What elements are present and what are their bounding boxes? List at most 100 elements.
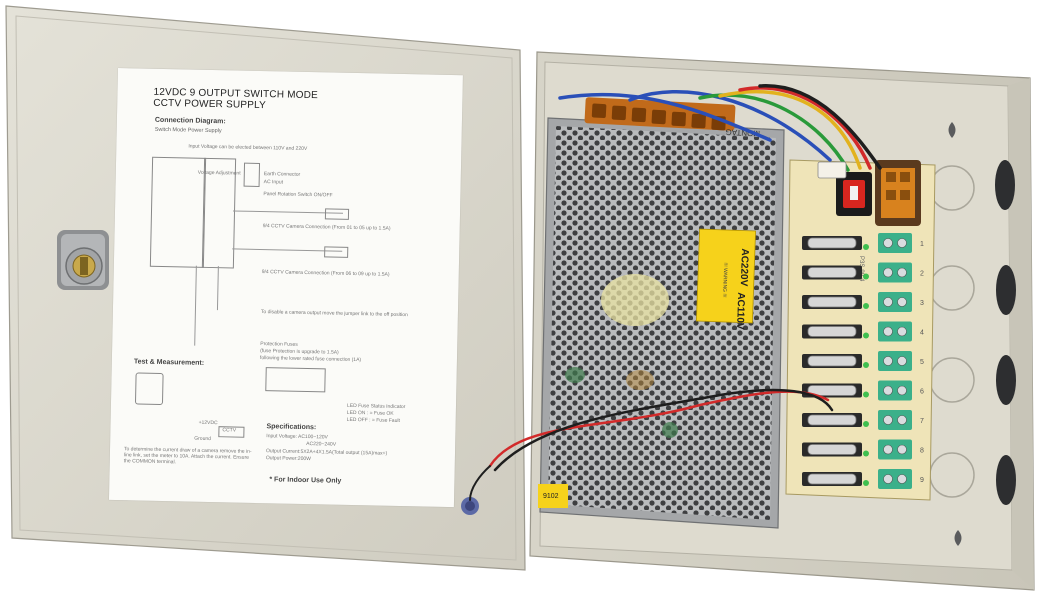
fuse-channel: 8	[802, 439, 924, 460]
led-on: LED ON : = Fuse OK	[346, 409, 394, 417]
channel-number: 5	[920, 359, 924, 366]
screw-icon	[461, 497, 479, 515]
indoor-note: * For Indoor Use Only	[269, 476, 342, 485]
led-status: LED Fuse Status Indicator	[346, 402, 406, 411]
connection-heading: Connection Diagram:	[154, 116, 226, 126]
fuse-icon	[807, 267, 857, 278]
note-voltage-adjust: Voltage Adjustment	[197, 169, 241, 177]
terminal-screw-icon	[897, 238, 907, 248]
terminal-screw-icon	[883, 238, 893, 248]
lock-icon	[57, 230, 109, 290]
fuse-channel: 9	[802, 469, 924, 489]
door-label-sheet: 12VDC 9 OUTPUT SWITCH MODE CCTV POWER SU…	[108, 68, 463, 508]
note-cctv-2: 9/4 CCTV Camera Connection (From 06 to 0…	[261, 269, 390, 278]
terminal-screw-icon	[897, 356, 907, 366]
note-cctv-1: 9/4 CCTV Camera Connection (From 01 to 0…	[262, 223, 391, 232]
fuse-channel: 6	[802, 380, 924, 401]
led-icon	[863, 391, 869, 398]
plus12-label: +12VDC	[198, 419, 218, 427]
led-icon	[863, 480, 869, 486]
diagram-cctv-box	[324, 246, 349, 258]
note-ac-input: AC Input	[263, 179, 284, 186]
fuse-channel: 1	[802, 233, 924, 253]
fuse-icon	[807, 326, 857, 337]
spec-output-power: Output Power:200W	[265, 455, 311, 463]
led-off: LED OFF : = Fuse Fault	[346, 416, 400, 424]
wires	[469, 84, 882, 501]
fuse-channel: 7	[802, 410, 924, 430]
note-panel-switch: Panel Rotation Switch ON/OFF	[263, 191, 333, 199]
terminal-screw-icon	[897, 415, 907, 425]
psu-label-warn: !!! WARNING !!!	[721, 262, 728, 297]
terminal-screw-icon	[897, 326, 907, 337]
fuse-channel: 4	[802, 321, 924, 342]
output-terminal	[878, 439, 912, 460]
psu-warning-label: AC220V AC110V !!! WARNING !!!	[695, 228, 757, 330]
fuse-channel: 5	[802, 351, 924, 371]
channel-number: 8	[920, 448, 924, 455]
fuse-icon	[807, 444, 857, 455]
terminal-screw-icon	[897, 297, 907, 307]
channel-number: 9	[920, 477, 924, 484]
led-icon	[863, 362, 869, 368]
small-sticker: 9102	[538, 484, 568, 508]
knockout-holes	[929, 122, 1016, 546]
fuse-icon	[807, 237, 857, 249]
fuse-icon	[807, 385, 857, 396]
channel-number: 2	[920, 271, 924, 278]
psu-label-line2: AC110V	[734, 292, 746, 330]
spec-input: Input Voltage: AC100~120V	[266, 433, 328, 441]
terminal-screw-icon	[883, 297, 893, 307]
psu-terminal-block	[584, 97, 736, 131]
terminal-screw-icon	[883, 415, 893, 425]
led-icon	[863, 421, 869, 427]
fuse-icon	[807, 355, 857, 367]
wire-connector	[817, 161, 847, 179]
channel-number: 3	[920, 300, 924, 307]
terminal-screw-icon	[883, 326, 893, 337]
sub-heading: Switch Mode Power Supply	[154, 126, 222, 135]
note-earth: Earth Connector	[263, 171, 301, 178]
channel-number: 7	[920, 418, 924, 425]
terminal-screw-icon	[897, 444, 907, 455]
label-title: 12VDC 9 OUTPUT SWITCH MODE CCTV POWER SU…	[153, 87, 318, 112]
output-terminal	[878, 410, 912, 430]
led-icon	[863, 450, 869, 457]
fuse-channel: 2	[802, 262, 924, 283]
test-text: To determine the current draw of a camer…	[123, 446, 252, 466]
ground-label: Ground	[194, 435, 212, 443]
note-disable: To disable a camera output move the jump…	[260, 309, 408, 319]
channel-number: 1	[920, 241, 924, 248]
output-terminal	[878, 233, 912, 253]
terminal-screw-icon	[883, 385, 893, 396]
terminal-screw-icon	[883, 356, 893, 366]
power-switch-icon	[836, 172, 872, 216]
diagram-line	[194, 265, 197, 346]
terminal-screw-icon	[883, 474, 893, 484]
output-terminal	[878, 469, 912, 489]
channel-number: 6	[920, 389, 924, 396]
test-heading: Test & Measurement:	[133, 358, 205, 367]
small-sticker-text: 9102	[543, 493, 559, 500]
fuse-icon	[807, 473, 857, 485]
diagram-line	[216, 266, 219, 311]
terminal-screw-icon	[883, 267, 893, 278]
note-fuse-lower: following the lower rated fuse connectio…	[259, 355, 362, 364]
output-terminal	[878, 321, 912, 342]
fuse-icon	[807, 296, 857, 308]
led-icon	[863, 303, 869, 309]
terminal-screw-icon	[897, 385, 907, 396]
note-protection: Protection Fuses	[260, 341, 298, 348]
note-input-voltage: Input Voltage can be elected between 110…	[188, 143, 308, 152]
output-terminal	[878, 380, 912, 401]
led-icon	[863, 332, 869, 339]
diagram-switch-box	[243, 162, 261, 187]
terminal-screw-icon	[897, 267, 907, 278]
fuse-channels: 1 2 3 4 5 6 7 8 9	[802, 233, 924, 489]
led-icon	[863, 273, 869, 280]
spec-heading: Specifications:	[266, 423, 317, 432]
cctv-label: CCTV	[222, 427, 237, 434]
output-terminal	[878, 351, 912, 371]
psu-brand: MONTAG	[725, 127, 760, 138]
meter-icon	[134, 372, 164, 406]
